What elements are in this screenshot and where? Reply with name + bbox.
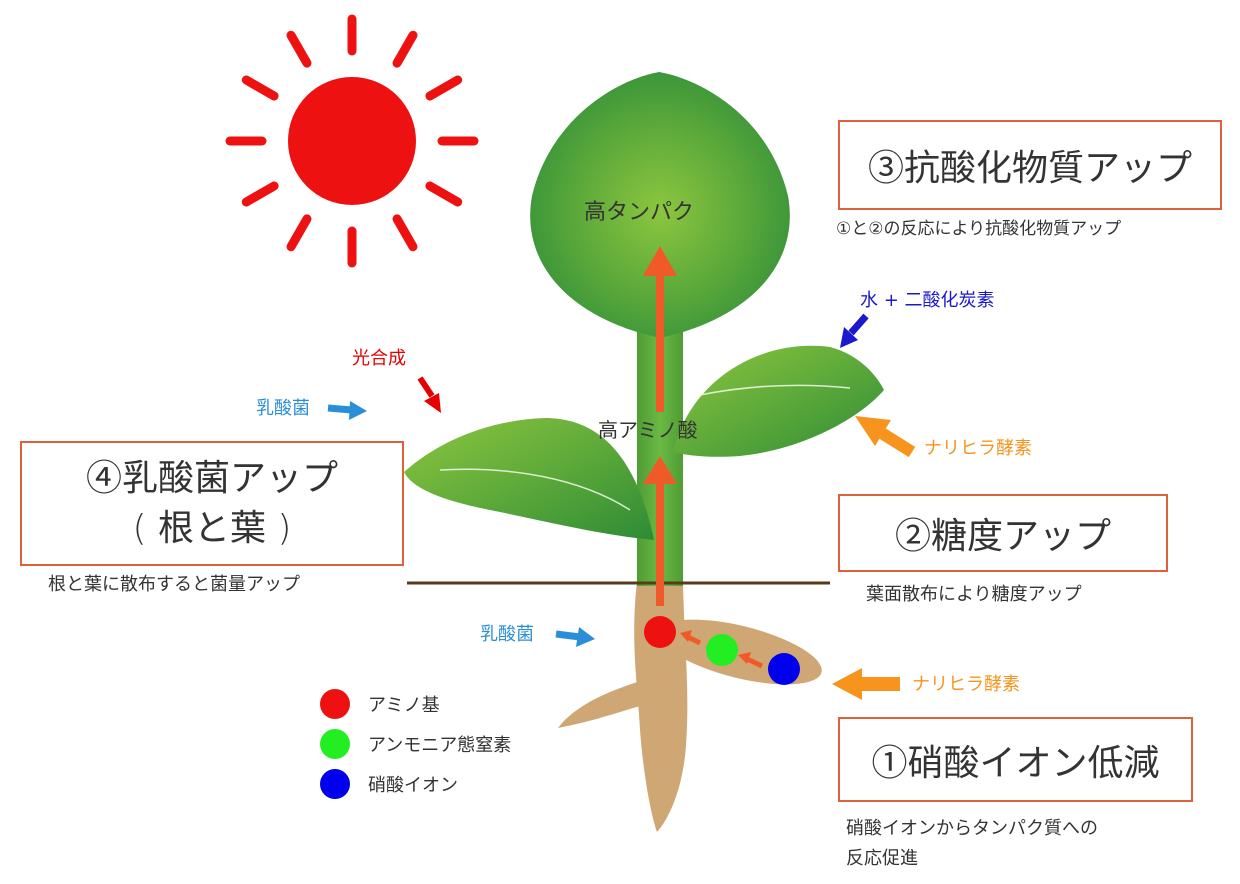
left-leaf [404,418,654,540]
root-system [558,582,822,832]
photosynthesis-arrow [417,376,435,398]
legend-dot-nitrate [320,769,350,799]
molecule-chain [644,616,800,685]
antioxidant-desc: ①と②の反応により抗酸化物質アップ [836,219,1122,239]
lactic-bottom-arrow [555,630,581,641]
nitrate-dot [768,653,800,685]
lactic-title-line-2: ( 根と葉 ) [132,507,292,549]
sun-ray [392,30,418,68]
legend-label-nitrate: 硝酸イオン [368,775,458,796]
right-leaf-vein [699,384,851,396]
sugar-box: ②糖度アップ [838,494,1168,572]
nitrate-desc-line-1: 硝酸イオンからタンパク質への [846,818,1098,839]
sun-ray [286,214,312,252]
enzyme-bottom-label: ナリヒラ酵素 [912,674,1020,695]
high-amino-label: 高アミノ酸 [598,418,698,442]
water-co2-arrow [848,313,869,336]
right-leaf [673,345,884,457]
lactic-top-arrow-head [349,401,367,420]
enzyme-top-label: ナリヒラ酵素 [924,438,1032,459]
sun-ray [392,214,418,252]
legend-label-ammonium: アンモニア態窒素 [368,735,512,756]
top-leaf [530,72,790,338]
water-co2-arrow-head [840,327,858,348]
legend: アミノ基 アンモニア態窒素 硝酸イオン [320,684,511,804]
left-leaf-vein [439,468,631,511]
sun-disc [288,77,416,205]
enzyme-top-arrow-head [855,416,891,446]
lactic-top-arrow [327,404,353,414]
lactic-box: ④乳酸菌アップ ( 根と葉 ) [20,441,404,566]
legend-item-ammonium: アンモニア態窒素 [320,724,511,764]
upper-stem-arrow-head [643,246,677,276]
legend-item-amino: アミノ基 [320,684,511,724]
arrow-icon [643,246,677,606]
sun-ray [286,30,312,68]
water-co2-label: 水 + 二酸化炭素 [860,290,995,311]
sugar-desc: 葉面散布により糖度アップ [866,584,1082,605]
photosynthesis-label: 光合成 [352,348,406,369]
lactic-title-line-1: ④乳酸菌アップ [85,457,338,499]
antioxidant-title: ③抗酸化物質アップ [867,148,1192,189]
legend-item-nitrate: 硝酸イオン [320,764,511,804]
label-arrows [327,313,916,700]
chain-arrow-2-head [738,652,751,664]
enzyme-top-arrow [876,426,916,458]
lower-stem-arrow-head [643,456,677,484]
sun-ray [241,75,279,101]
antioxidant-box: ③抗酸化物質アップ [838,120,1222,210]
side-root-left [558,680,644,728]
legend-dot-amino [320,689,350,719]
nitrate-desc-line-2: 反応促進 [846,848,918,869]
chain-arrow-1-head [680,630,692,642]
sun-icon [225,14,479,268]
high-protein-label: 高タンパク [584,200,695,225]
sun-ray [241,181,279,207]
lactic-bottom-arrow-head [576,627,595,647]
sugar-title: ②糖度アップ [894,516,1111,557]
lactic-bottom-label: 乳酸菌 [480,624,534,645]
lactic-desc: 根と葉に散布すると菌量アップ [48,574,300,595]
nitrate-title: ①硝酸イオン低減 [871,742,1160,784]
sun-ray [425,181,463,207]
legend-dot-ammonium [320,729,350,759]
sun-ray [425,75,463,101]
ammonium-dot [706,634,738,666]
photosynthesis-arrow-head [424,393,441,413]
lactic-top-label: 乳酸菌 [256,398,310,419]
amino-group-dot [644,616,676,648]
enzyme-bottom-arrow-head [832,668,862,700]
legend-label-amino: アミノ基 [368,695,440,716]
nitrate-box: ①硝酸イオン低減 [838,717,1193,802]
